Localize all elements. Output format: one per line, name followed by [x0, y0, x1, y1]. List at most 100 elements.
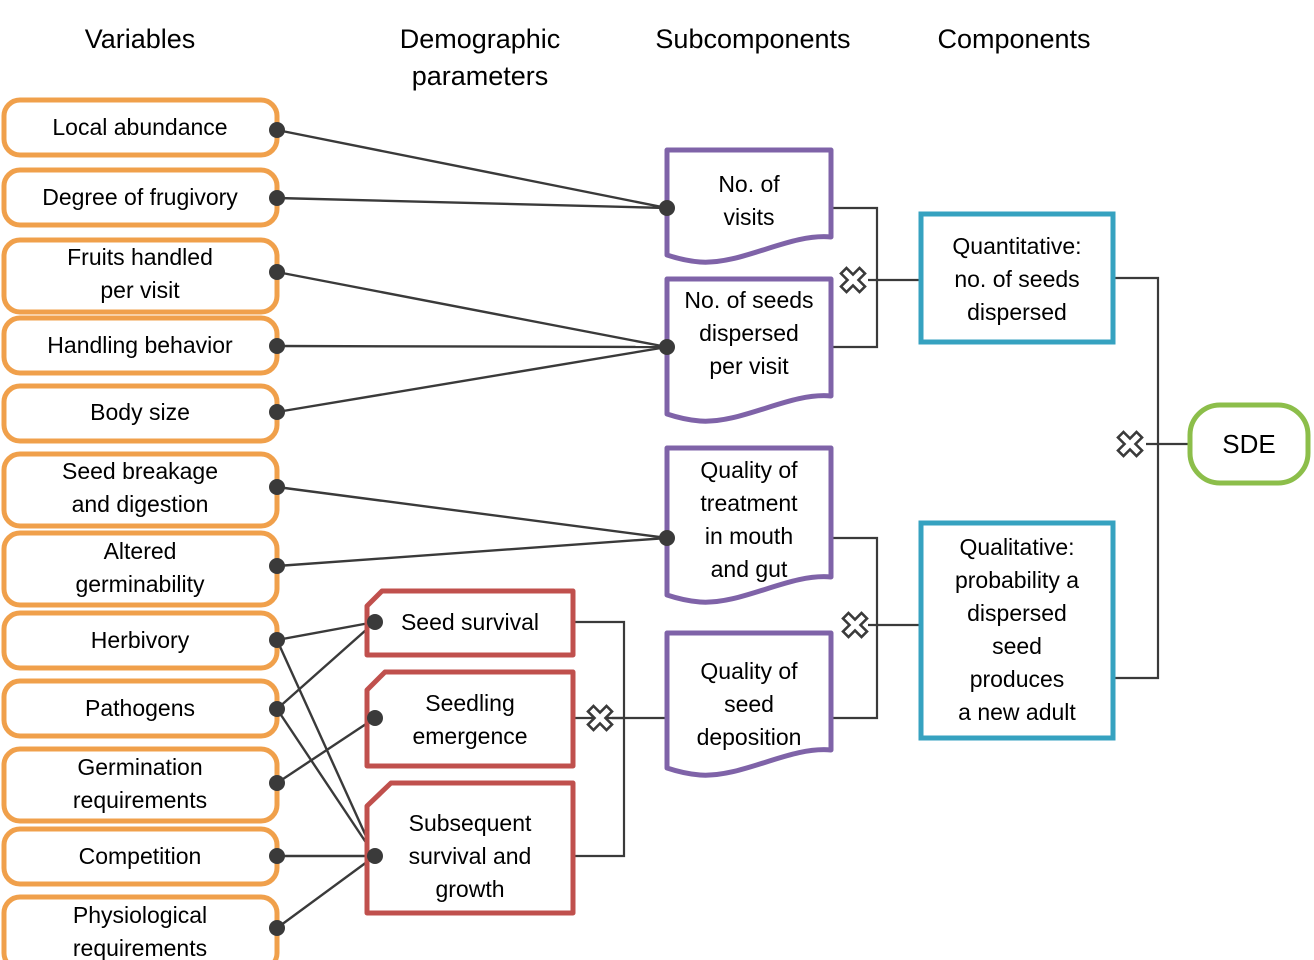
connector-dot: [269, 122, 285, 138]
node-label-line3: in mouth: [705, 523, 793, 549]
node-label-line2: per visit: [100, 277, 180, 303]
column-header-components: Components: [937, 24, 1090, 54]
bracket-demographic-to-deposition: [573, 620, 667, 858]
connector-dot: [269, 264, 285, 280]
node-label-line4: and gut: [711, 556, 788, 582]
node-label-line3: dispersed: [967, 600, 1067, 626]
edge-germination-requirements-to-seedling-emergence: [276, 716, 376, 785]
node-altered-germinability[interactable]: Altered germinability: [1, 530, 285, 608]
node-body-size[interactable]: Body size: [1, 383, 285, 444]
node-label-line2: survival and: [409, 843, 532, 869]
column-header-demographic-parameters-line2: parameters: [412, 61, 549, 91]
node-label-line1: Altered: [104, 538, 177, 564]
edge-layer: [275, 128, 668, 929]
node-shape: [918, 520, 1116, 741]
subcomponents-column: No. of visits No. of seeds dispersed per…: [659, 147, 834, 778]
edge-body-size-to-no-of-seeds: [276, 345, 668, 414]
connector-dot: [367, 614, 383, 630]
connector-dot: [269, 338, 285, 354]
node-label-line2: requirements: [73, 935, 207, 960]
edge-seed-breakage-to-quality-of-treatment: [276, 485, 668, 540]
connector-dot: [269, 848, 285, 864]
node-no-of-seeds-dispersed-per-visit[interactable]: No. of seeds dispersed per visit: [659, 276, 834, 424]
node-label-line1: Germination: [77, 754, 202, 780]
bracket-path-quantitative: [831, 206, 879, 349]
connector-dot: [269, 775, 285, 791]
node-quantitative[interactable]: Quantitative: no. of seeds dispersed: [918, 211, 1116, 345]
edge-local-abundance-to-no-of-visits: [276, 128, 668, 210]
node-local-abundance[interactable]: Local abundance: [1, 97, 285, 158]
bracket-path-demographic: [573, 620, 626, 858]
node-label: SDE: [1222, 429, 1275, 459]
multiply-sde-icon: [1116, 430, 1144, 458]
node-label-line1: Quantitative:: [952, 233, 1081, 259]
node-label-line1: Physiological: [73, 902, 207, 928]
bracket-path-sde: [1113, 276, 1160, 680]
node-label-line1: Qualitative:: [959, 534, 1074, 560]
node-herbivory[interactable]: Herbivory: [1, 610, 285, 671]
node-label: Degree of frugivory: [42, 184, 238, 210]
node-label-line2: dispersed: [699, 320, 799, 346]
connector-dot: [659, 200, 675, 216]
node-label: Competition: [79, 843, 202, 869]
node-shape: [364, 669, 576, 769]
node-label-line2: probability a: [955, 567, 1079, 593]
edge-pathogens-to-seed-survival: [276, 621, 376, 710]
edge-altered-germinability-to-quality-of-treatment: [276, 536, 668, 568]
node-label-line3: growth: [435, 876, 504, 902]
node-degree-of-frugivory[interactable]: Degree of frugivory: [1, 167, 285, 228]
bracket-path-qualitative: [831, 536, 879, 720]
column-header-subcomponents: Subcomponents: [655, 24, 850, 54]
node-qualitative[interactable]: Qualitative: probability a dispersed see…: [918, 520, 1116, 741]
node-handling-behavior[interactable]: Handling behavior: [1, 315, 285, 376]
edge-pathogens-to-subsequent: [276, 708, 376, 857]
edge-degree-of-frugivory-to-no-of-visits: [276, 196, 668, 210]
node-label-line1: No. of: [718, 171, 780, 197]
node-label-line2: treatment: [700, 490, 798, 516]
node-label-line2: no. of seeds: [954, 266, 1079, 292]
column-headers: Variables Demographic parameters Subcomp…: [85, 24, 1091, 91]
node-shape: [664, 276, 834, 424]
node-seed-breakage-and-digestion[interactable]: Seed breakage and digestion: [1, 451, 285, 529]
node-pathogens[interactable]: Pathogens: [1, 678, 285, 739]
node-label-line5: produces: [970, 666, 1065, 692]
node-label-line1: Quality of: [700, 457, 798, 483]
node-fruits-handled-per-visit[interactable]: Fruits handled per visit: [1, 237, 285, 315]
node-seed-survival[interactable]: Seed survival: [364, 588, 576, 658]
node-subsequent-survival-and-growth[interactable]: Subsequent survival and growth: [364, 780, 576, 916]
connector-dot: [269, 404, 285, 420]
connector-dot: [659, 530, 675, 546]
bracket-subcomponents-qualitative: [831, 536, 921, 720]
node-label: Local abundance: [52, 114, 227, 140]
node-shape: [918, 211, 1116, 345]
node-label: Pathogens: [85, 695, 195, 721]
node-germination-requirements[interactable]: Germination requirements: [1, 746, 285, 824]
node-shape: [664, 147, 834, 265]
connector-dot: [269, 190, 285, 206]
connector-dot: [269, 632, 285, 648]
connector-dot: [659, 339, 675, 355]
node-label-line1: Quality of: [700, 658, 798, 684]
node-quality-of-treatment[interactable]: Quality of treatment in mouth and gut: [659, 445, 834, 605]
variables-column: Local abundance Degree of frugivory Frui…: [1, 97, 285, 960]
edge-herbivory-to-subsequent: [275, 639, 377, 857]
node-label-line1: Fruits handled: [67, 244, 213, 270]
node-shape: [1187, 402, 1311, 486]
column-header-variables: Variables: [85, 24, 196, 54]
edge-handling-behavior-to-no-of-seeds: [276, 344, 668, 349]
node-no-of-visits[interactable]: No. of visits: [659, 147, 834, 265]
node-physiological-requirements[interactable]: Physiological requirements: [1, 894, 285, 960]
node-label: Handling behavior: [47, 332, 233, 358]
edge-physiological-requirements-to-subsequent: [276, 855, 376, 929]
node-sde[interactable]: SDE: [1187, 402, 1311, 486]
connector-dot: [367, 848, 383, 864]
node-competition[interactable]: Competition: [1, 826, 285, 887]
node-shape: [664, 630, 834, 778]
multiply-qualitative-icon: [841, 611, 869, 639]
node-seedling-emergence[interactable]: Seedling emergence: [364, 669, 576, 769]
node-quality-of-seed-deposition[interactable]: Quality of seed deposition: [659, 630, 834, 778]
node-shape: [364, 588, 576, 658]
node-label-line1: Seed breakage: [62, 458, 218, 484]
